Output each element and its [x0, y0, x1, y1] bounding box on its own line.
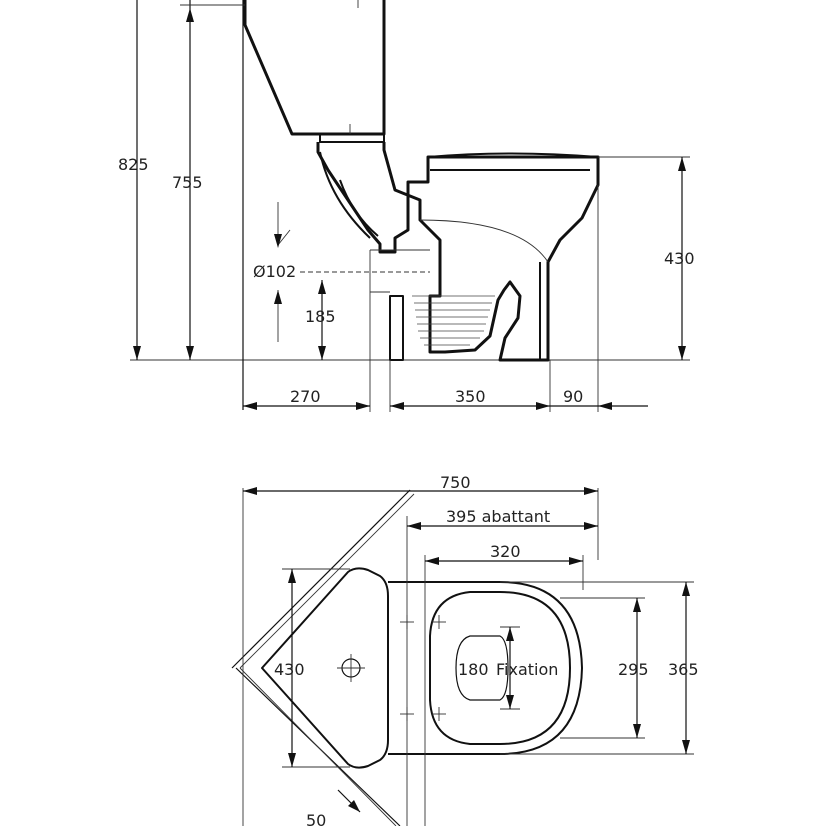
bowl-top-outline — [388, 581, 583, 755]
dim-leader-102 — [277, 229, 291, 246]
arrow-395-left — [407, 522, 421, 530]
arrow-825 — [133, 346, 141, 360]
arrow-270-left — [243, 402, 257, 410]
dim-seat-inner: 320 — [490, 542, 521, 561]
dim-outlet-height: 185 — [305, 307, 336, 326]
arrow-50 — [348, 800, 360, 812]
trap-water — [412, 295, 495, 346]
dim-wall-gap: 50 — [306, 811, 326, 826]
arrow-750-right — [584, 487, 598, 495]
arrow-430tv-top — [288, 569, 296, 583]
seat-outline — [429, 591, 571, 745]
dim-bowl-width: 365 — [668, 660, 699, 679]
arrow-750-left — [243, 487, 257, 495]
bowl-opening — [455, 635, 509, 701]
dim-front-offset: 90 — [563, 387, 583, 406]
dim-overall-width: 750 — [440, 473, 471, 492]
pedestal-base — [389, 262, 541, 361]
bowl-inner-curve — [419, 219, 549, 263]
dim-fixation: 180 — [458, 660, 489, 679]
arrow-185-top — [318, 280, 326, 294]
dim-tank-depth: 430 — [274, 660, 305, 679]
arrow-180-top — [506, 627, 514, 641]
bowl-rim — [427, 152, 599, 171]
dim-bowl-height: 430 — [664, 249, 695, 268]
tank-top-outline — [261, 567, 389, 769]
dim-seat-length: 395 abattant — [446, 507, 550, 526]
arrow-350-right — [536, 402, 550, 410]
arrow-430-top — [678, 157, 686, 171]
dim-rear-offset: 270 — [290, 387, 321, 406]
dim-base-length: 350 — [455, 387, 486, 406]
dim-tank-height: 755 — [172, 173, 203, 192]
arrow-430-bottom — [678, 346, 686, 360]
side-view: 825 755 430 Ø102 185 270 — [118, 0, 695, 412]
dim-outlet-diameter: Ø102 — [253, 262, 296, 281]
arrow-102-lower — [274, 290, 282, 304]
trap-curve — [319, 151, 379, 239]
arrow-350-left — [390, 402, 404, 410]
arrow-755-top — [186, 8, 194, 22]
arrow-295-top — [633, 598, 641, 612]
arrow-320-left — [425, 557, 439, 565]
arrow-395-right — [584, 522, 598, 530]
dim-total-height: 825 — [118, 155, 149, 174]
arrow-90 — [598, 402, 612, 410]
arrow-270-right — [356, 402, 370, 410]
arrow-102 — [274, 234, 282, 248]
arrow-430tv-bottom — [288, 753, 296, 767]
arrow-180-bottom — [506, 695, 514, 709]
dim-fixation-label: Fixation — [496, 660, 558, 679]
arrow-755-bottom — [186, 346, 194, 360]
arrow-365-top — [682, 582, 690, 596]
top-view: 750 395 abattant 320 430 180 Fixation 29… — [231, 473, 699, 826]
bowl-outline — [316, 142, 600, 362]
arrow-320-right — [569, 557, 583, 565]
cistern-outline — [243, 0, 386, 136]
dim-seat-width: 295 — [618, 660, 649, 679]
corner-wall-upper — [231, 489, 411, 669]
arrow-295-bottom — [633, 724, 641, 738]
arrow-185-bottom — [318, 346, 326, 360]
corner-wall-upper-inner — [239, 493, 415, 669]
arrow-365-bottom — [682, 740, 690, 754]
corner-wall-lower-inner — [239, 667, 397, 826]
cistern-base — [319, 134, 385, 143]
